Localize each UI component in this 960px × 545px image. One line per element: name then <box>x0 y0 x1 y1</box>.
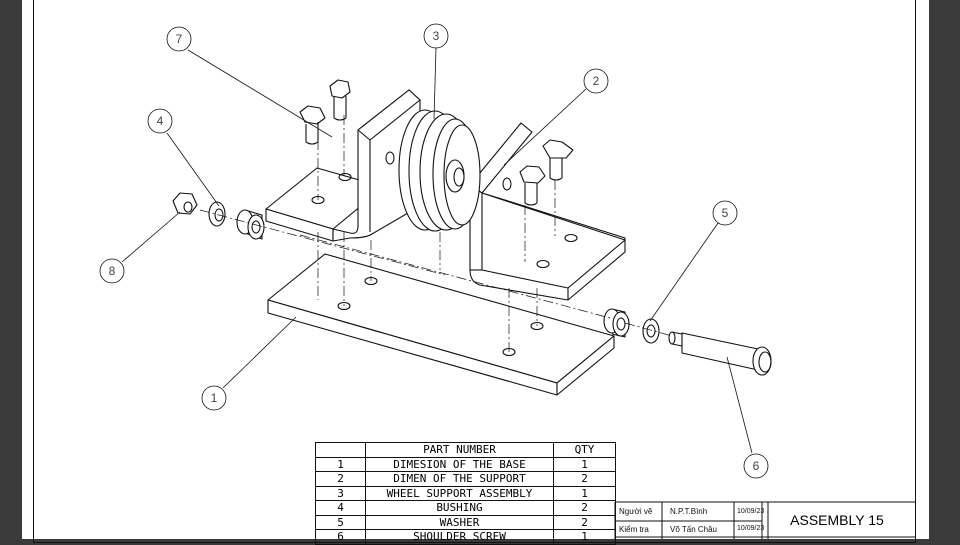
bom-item: 3 <box>315 485 366 501</box>
drawing-title: ASSEMBLY 15 <box>790 512 884 528</box>
balloon-2: 2 <box>593 74 600 88</box>
balloon-5: 5 <box>722 206 729 220</box>
balloon-1: 1 <box>211 391 218 405</box>
bom-part: WHEEL SUPPORT ASSEMBLY <box>365 485 554 501</box>
balloon-8: 8 <box>109 264 116 278</box>
shoulder-screw <box>668 331 772 376</box>
base-plate <box>267 253 615 396</box>
bom-header-part: PART NUMBER <box>365 442 554 458</box>
bom-item: 2 <box>315 471 366 487</box>
bolt-upper-left <box>329 79 351 121</box>
left-washer <box>208 201 226 227</box>
drawn-by-label: Người vẽ <box>619 507 653 516</box>
bom-row: 2 DIMEN OF THE SUPPORT 2 <box>315 471 616 487</box>
bolt-lower-right <box>519 165 546 206</box>
balloon-6: 6 <box>753 459 760 473</box>
bom-part: DIMESION OF THE BASE <box>365 456 554 472</box>
bom-qty: 2 <box>553 500 616 516</box>
bom-part: DIMEN OF THE SUPPORT <box>365 471 554 487</box>
bom-item: 6 <box>315 529 366 545</box>
checked-by-label: Kiểm tra <box>619 525 649 534</box>
wheel <box>398 109 481 232</box>
checked-date: 10/09/23 <box>737 525 765 532</box>
bom-qty: 2 <box>553 514 616 530</box>
bom-header-item <box>315 442 366 458</box>
bom-qty: 1 <box>553 485 616 501</box>
bom-item: 4 <box>315 500 366 516</box>
bom-qty: 1 <box>553 456 616 472</box>
balloon-3: 3 <box>433 29 440 43</box>
bom-header-qty: QTY <box>553 442 616 458</box>
bom-part: SHOULDER SCREW <box>365 529 554 545</box>
balloon-4: 4 <box>157 114 164 128</box>
balloon-leaders <box>121 47 753 454</box>
bom-header-row: PART NUMBER QTY <box>315 442 616 458</box>
balloon-7: 7 <box>176 32 183 46</box>
nut <box>172 192 198 215</box>
bom-row: 1 DIMESION OF THE BASE 1 <box>315 456 616 472</box>
bill-of-materials: PART NUMBER QTY 1 DIMESION OF THE BASE 1… <box>315 442 616 545</box>
bom-item: 1 <box>315 456 366 472</box>
bom-row: 5 WASHER 2 <box>315 514 616 530</box>
bom-item: 5 <box>315 514 366 530</box>
assembly-centerlines <box>199 115 673 352</box>
left-support-bracket <box>265 89 421 242</box>
bom-part: WASHER <box>365 514 554 530</box>
drawn-date: 10/09/23 <box>737 508 765 515</box>
drawn-by-name: N.P.T.Bình <box>670 507 708 516</box>
viewer-margin-left <box>0 0 22 539</box>
right-support-bracket <box>469 122 626 301</box>
bom-row: 3 WHEEL SUPPORT ASSEMBLY 1 <box>315 485 616 501</box>
checked-by-name: Võ Tấn Châu <box>670 525 717 534</box>
right-bushing <box>603 308 630 338</box>
viewer-margin-right <box>929 0 960 539</box>
bom-part: BUSHING <box>365 500 554 516</box>
bom-qty: 1 <box>553 529 616 545</box>
bolt-lower-left <box>299 105 326 145</box>
hex-bolts <box>299 79 574 206</box>
left-bushing <box>236 209 265 240</box>
bom-row: 6 SHOULDER SCREW 1 <box>315 529 616 545</box>
part-balloons <box>99 23 769 479</box>
bolt-upper-right <box>542 139 574 181</box>
right-washer <box>642 318 660 344</box>
bom-qty: 2 <box>553 471 616 487</box>
bom-row: 4 BUSHING 2 <box>315 500 616 516</box>
